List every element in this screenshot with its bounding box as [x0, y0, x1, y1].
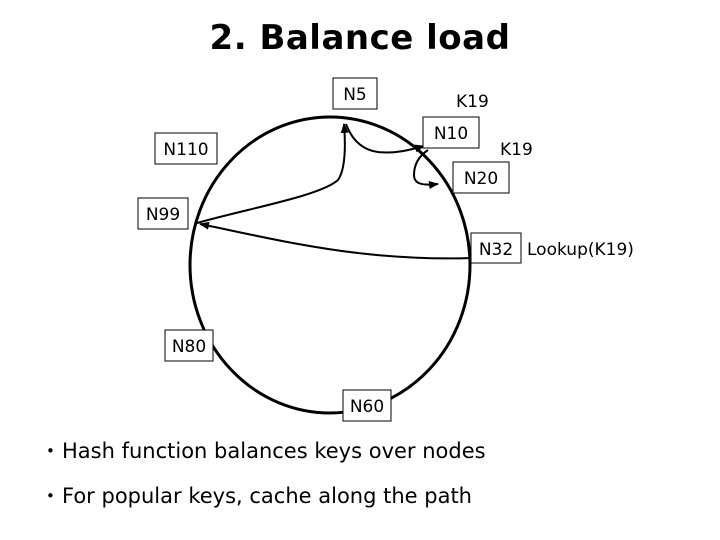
arrow-n5-to-n10 — [345, 123, 425, 154]
bullet-list: •Hash function balances keys over nodes … — [46, 436, 486, 526]
key-k19-at-n20: K19 — [500, 140, 533, 160]
node-n60-label: N60 — [350, 397, 384, 417]
node-n99-label: N99 — [146, 205, 180, 225]
bullet-text: For popular keys, cache along the path — [62, 484, 472, 508]
key-k19-at-n10: K19 — [456, 92, 489, 112]
arrow-n99-to-n5 — [196, 123, 349, 224]
bullet-item: • Hash function balances keys over nodes — [46, 436, 486, 481]
bullet-item: • For popular keys, cache along the path — [46, 481, 486, 526]
node-n10-label: N10 — [434, 124, 468, 144]
node-n110-label: N110 — [163, 140, 208, 160]
node-n32: N32 — [470, 232, 522, 264]
bullet-text: Hash function balances keys over nodes — [62, 439, 486, 463]
node-n110: N110 — [154, 132, 218, 165]
slide-title: 2. Balance load — [209, 18, 511, 58]
node-n20-label: N20 — [464, 169, 498, 189]
bullet-icon: • — [46, 487, 55, 505]
bullet-icon: • — [46, 442, 55, 460]
node-n20: N20 — [452, 161, 510, 194]
node-n10: N10 — [422, 116, 480, 149]
node-n99: N99 — [137, 197, 189, 230]
arrow-n32-to-n99 — [199, 221, 473, 260]
ring-circle — [188, 115, 472, 415]
node-n32-label: N32 — [479, 240, 513, 260]
lookup-label: Lookup(K19) — [527, 240, 634, 260]
arrow-n10-to-n20 — [412, 149, 439, 189]
node-n5-label: N5 — [343, 85, 367, 105]
node-n5: N5 — [332, 77, 378, 110]
node-n80: N80 — [164, 329, 214, 362]
node-n80-label: N80 — [172, 337, 206, 357]
node-n60: N60 — [342, 389, 392, 422]
